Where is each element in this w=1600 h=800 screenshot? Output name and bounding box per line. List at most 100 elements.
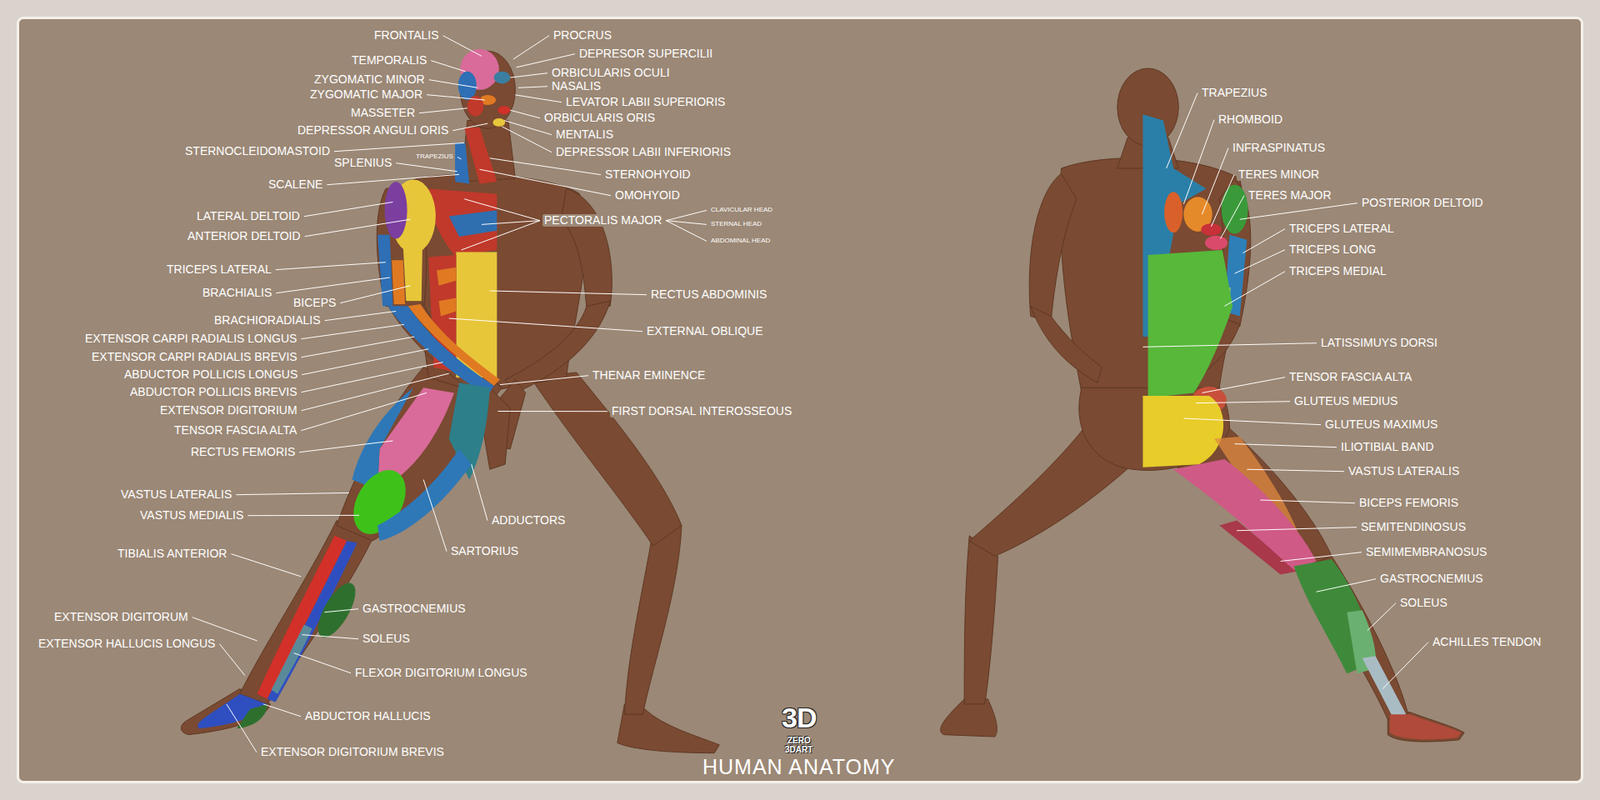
muscle-label: PECTORALIS MAJOR [542,214,664,227]
muscle-label: OMOHYOID [613,189,682,202]
leader-line [1201,377,1285,394]
leader-line [460,220,540,250]
leader-line [490,158,601,175]
muscle-shape [403,245,423,301]
muscle-label: TRICEPS LONG [1287,243,1378,256]
leader-line [515,95,562,103]
muscle-shape [1390,714,1462,740]
muscle-label: STERNOCLEIDOMASTOID [183,145,332,158]
leader-line [513,35,550,60]
figure-part [964,535,998,705]
muscle-label: TRICEPS LATERAL [1287,222,1396,235]
leader-line [1183,418,1321,425]
muscle-label: SCALENE [266,178,325,191]
leader-line [1235,444,1337,448]
leader-line [665,210,707,220]
leader-line [324,609,359,613]
muscle-label: GLUTEUS MEDIUS [1292,395,1400,408]
leader-line [1224,271,1285,307]
back-figure [940,68,1465,742]
leader-line [1260,500,1355,504]
leader-line [1210,175,1235,227]
muscle-label: EXTENSOR HALLUCIS LONGUS [36,637,217,650]
leader-line [464,199,540,221]
muscle-label: BICEPS FEMORIS [1357,496,1460,510]
muscle-label: INFRASPINATUS [1230,141,1327,155]
muscle-head-label: STERNAL HEAD [709,220,764,229]
muscle-label: RECTUS FEMORIS [189,445,297,459]
leader-line [1236,527,1357,531]
muscle-label: BRACHIORADIALIS [212,314,323,327]
muscle-label: ORBICULARIS OCULI [550,66,672,80]
muscle-shape [387,305,494,396]
muscle-shape [408,304,500,386]
leader-line [510,73,548,78]
muscle-shape [464,127,497,184]
muscle-shape [455,142,470,184]
leader-line [226,704,257,753]
muscle-label: SEMIMEMBRANOSUS [1364,545,1489,559]
muscle-label: SARTORIUS [449,545,520,558]
muscle-label: FLEXOR DIGITORIUM LONGUS [353,666,530,680]
muscle-shape [1200,223,1221,236]
muscle-label: TRAPEZIUS [1200,86,1270,100]
leader-line [301,349,429,375]
leader-line [219,644,245,676]
muscle-label: VASTUS LATERALIS [1346,465,1461,478]
muscle-shape [1148,250,1234,399]
leader-line [430,60,465,72]
leader-line [1195,401,1290,404]
leader-line [480,169,611,195]
figure-part [1029,173,1077,322]
muscle-label: SOLEUS [1398,596,1450,610]
muscle-label: VASTUS LATERALIS [119,488,234,501]
muscle-shape [498,105,511,115]
muscle-label: RECTUS ABDOMINIS [649,288,769,301]
muscle-shape [377,449,472,541]
leader-line [325,310,397,320]
muscle-shape [1221,185,1249,235]
muscle-shape [1164,191,1183,233]
leader-line [500,375,589,385]
muscle-label: GASTROCNEMIUS [360,602,468,615]
leader-line [326,174,460,185]
muscle-label: ZYGOMATIC MINOR [312,73,427,86]
logo-text: 3DART [783,745,815,755]
leader-line [1240,203,1358,220]
leader-line [1242,229,1285,254]
muscle-label: NASALIS [550,80,603,93]
muscle-label: MASSETER [349,106,417,120]
leader-line [1246,469,1345,471]
leader-line [1220,195,1245,240]
leader-line [395,163,457,172]
muscle-shape [236,704,268,729]
muscle-label: EXTERNAL OBLIQUE [645,325,765,338]
muscle-head-label: CLAVICULAR HEAD [709,206,775,215]
leader-line [426,95,485,100]
leader-line [1201,148,1229,215]
leader-line [419,108,468,114]
muscle-label: THENAR EMINENCE [590,369,707,382]
muscle-label: DEPRESSOR ANGULI ORIS [295,124,450,137]
leader-line [1367,603,1396,631]
muscle-label: TIBIALIS ANTERIOR [115,547,229,560]
muscle-label: MENTALIS [554,128,615,141]
leader-line [304,201,393,216]
muscle-label: TRICEPS LATERAL [165,263,274,276]
muscle-head-label: ABDOMINAL HEAD [709,237,772,245]
leader-line [305,219,411,236]
leader-line [423,480,447,552]
leader-line [275,277,390,294]
leader-line [275,262,386,270]
leader-line [449,318,643,332]
muscle-shape [1205,235,1228,250]
leader-line [299,440,393,453]
muscle-label: STERNOHYOID [603,168,693,181]
muscle-label: TERES MAJOR [1246,189,1334,202]
leader-line [665,220,707,242]
leader-line [334,142,465,151]
leader-line [300,362,443,393]
leader-line [1142,343,1317,348]
muscle-label: PROCRUS [551,29,614,42]
leader-line [457,156,462,160]
